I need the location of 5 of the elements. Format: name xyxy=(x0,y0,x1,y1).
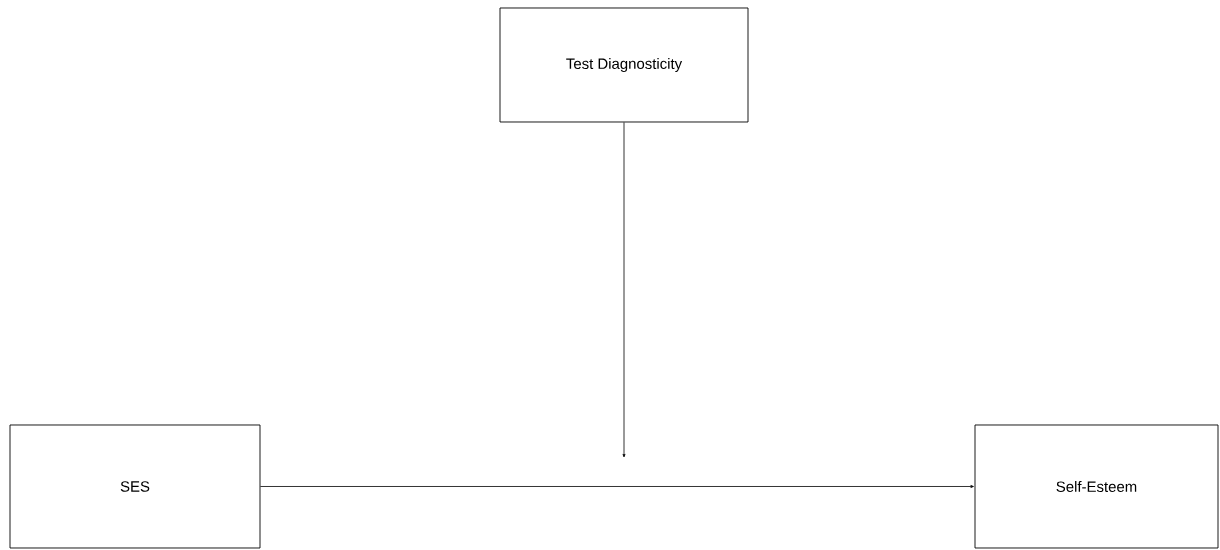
arrow xyxy=(622,122,626,458)
concept-box: Self-Esteem xyxy=(974,424,1219,549)
arrow xyxy=(260,485,974,488)
concept-box: SES xyxy=(9,424,261,549)
concept-box: Test Diagnosticity xyxy=(499,7,749,123)
